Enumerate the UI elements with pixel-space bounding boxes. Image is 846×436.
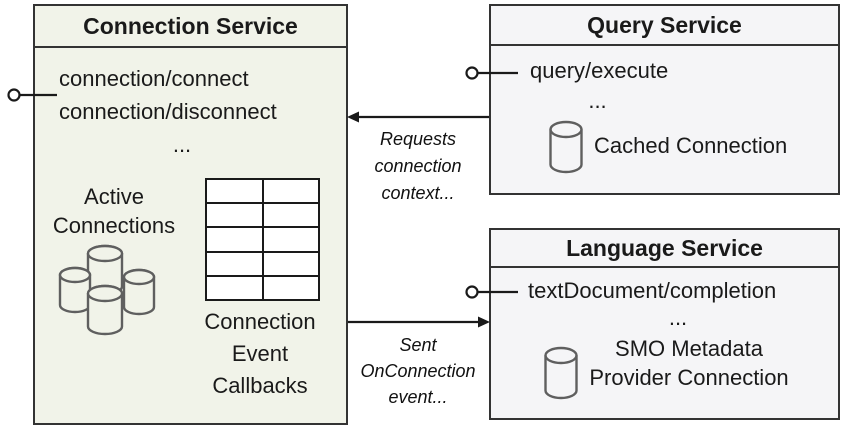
cached-connection-label: Cached Connection [594, 133, 788, 158]
sent-label-line2: OnConnection [360, 361, 476, 381]
query-service-title: Query Service [491, 6, 838, 46]
method-connection-disconnect: connection/disconnect [59, 99, 277, 124]
sent-label-line1: Sent [399, 335, 437, 355]
method-textdocument-completion: textDocument/completion [528, 278, 777, 303]
grid-cell [263, 204, 318, 227]
language-methods-ellipsis: ... [668, 305, 688, 330]
grid-cell [207, 252, 262, 275]
language-service-title: Language Service [491, 230, 838, 268]
grid-cell [207, 228, 262, 251]
requests-label-line3: context... [381, 183, 455, 203]
connection-service-box: Connection Service connection/connect co… [33, 4, 348, 425]
grid-cell [263, 252, 318, 275]
requests-context-arrow [347, 111, 489, 123]
grid-cell [263, 276, 318, 299]
connection-service-methods: connection/connect connection/disconnect… [59, 62, 305, 161]
database-cluster-icon [58, 244, 156, 336]
method-query-execute: query/execute [530, 58, 669, 83]
language-service-box: Language Service textDocument/completion… [489, 228, 840, 420]
smo-metadata-provider-connection-label: SMO Metadata Provider Connection [579, 334, 799, 392]
sent-label-line3: event... [388, 387, 448, 407]
arrow-left-head-icon [347, 111, 359, 123]
provider-label-line2: Provider Connection [589, 365, 789, 390]
sent-onconnection-event-label: Sent OnConnection event... [352, 332, 484, 410]
connection-methods-ellipsis: ... [172, 132, 192, 157]
connection-event-callbacks-label: Connection Event Callbacks [204, 309, 316, 398]
grid-cell [263, 228, 318, 251]
requests-label-line1: Requests [379, 129, 457, 149]
grid-cell [207, 276, 262, 299]
connection-service-title: Connection Service [35, 6, 346, 48]
active-connections-label: Active Connections [52, 184, 176, 238]
sent-onconnection-arrow [348, 316, 490, 328]
database-cylinder-icon [549, 120, 583, 174]
grid-cell [263, 180, 318, 203]
grid-cell [207, 180, 262, 203]
query-service-box: Query Service query/execute ... Cached C… [489, 4, 840, 195]
requests-connection-context-label: Requests connection context... [352, 126, 484, 207]
query-methods-ellipsis: ... [588, 88, 607, 113]
table-grid-icon [205, 178, 320, 301]
grid-cell [207, 204, 262, 227]
requests-label-line2: connection [374, 156, 462, 176]
provider-label-line1: SMO Metadata [615, 336, 763, 361]
method-connection-connect: connection/connect [59, 66, 249, 91]
database-cylinder-icon [544, 346, 578, 400]
